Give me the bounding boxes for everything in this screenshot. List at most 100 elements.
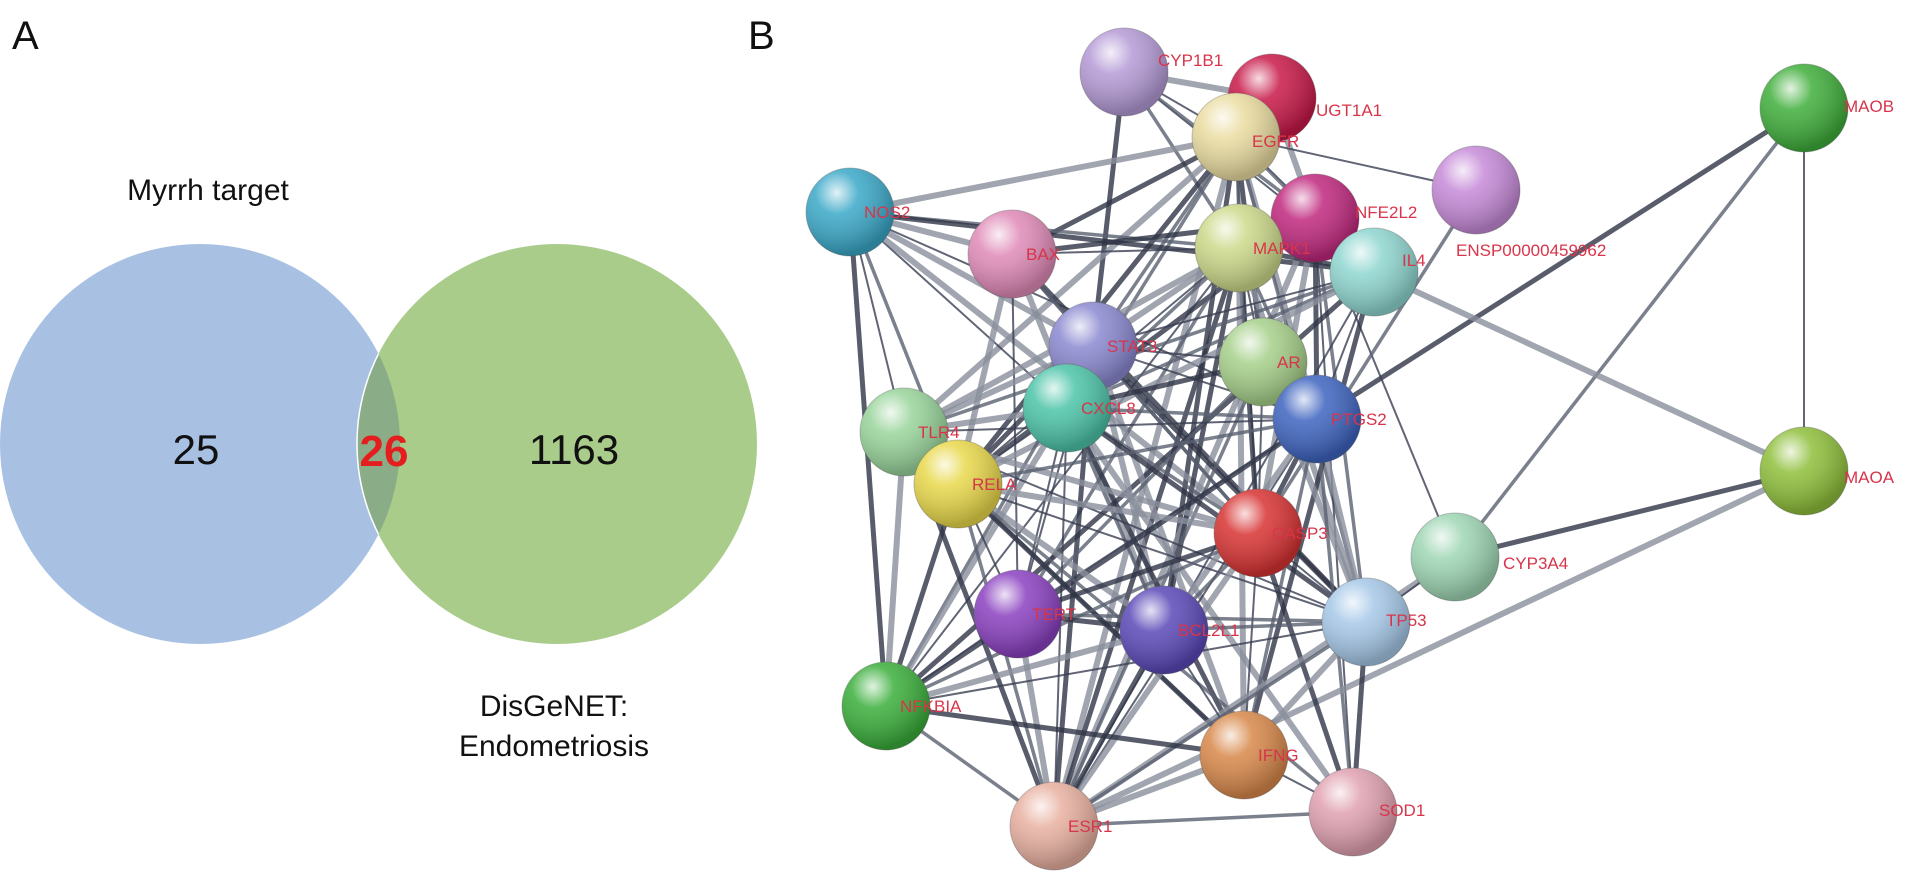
node-gloss	[1322, 578, 1410, 666]
edge-il4-maoa	[1372, 269, 1806, 474]
node-label-il4: IL4	[1402, 251, 1426, 270]
node-label-nfe2l2: NFE2L2	[1355, 203, 1417, 222]
edge-bax-tert	[1011, 253, 1019, 615]
node-nfkbia[interactable]: NFKBIA	[841, 661, 962, 751]
edge-cxcl8-tp53	[1065, 405, 1368, 625]
edge-il4-ifng	[1241, 271, 1377, 756]
node-ar[interactable]: AR	[1218, 317, 1308, 407]
edge-cyp1b1-stat3	[1090, 71, 1127, 347]
venn-right-count: 1163	[529, 426, 619, 473]
node-gloss	[914, 440, 1002, 528]
node-sod1[interactable]: SOD1	[1308, 767, 1425, 857]
edge-rela-ifng	[956, 482, 1246, 757]
node-maob[interactable]: MAOB	[1759, 63, 1894, 153]
edge-ptgs2-rela	[957, 417, 1318, 486]
node-bax[interactable]: BAX	[967, 209, 1060, 299]
node-gloss	[1200, 711, 1288, 799]
node-gloss	[1195, 204, 1283, 292]
edge-nos2-nfkbia	[847, 211, 889, 707]
edge-egfr-nos2	[849, 134, 1237, 215]
node-label-cyp3a4: CYP3A4	[1503, 554, 1568, 573]
node-gloss	[842, 662, 930, 750]
venn-right-label-line2: Endometriosis	[459, 730, 649, 763]
node-label-egfr: EGFR	[1252, 132, 1299, 151]
node-label-esr1: ESR1	[1068, 817, 1112, 836]
node-ptgs2[interactable]: PTGS2	[1272, 374, 1387, 464]
node-label-rela: RELA	[972, 475, 1017, 494]
edge-il4-cxcl8	[1066, 270, 1375, 410]
node-gloss	[1760, 64, 1848, 152]
node-gloss	[1760, 427, 1848, 515]
node-cyp3a4[interactable]: CYP3A4	[1410, 512, 1568, 602]
node-label-ptgs2: PTGS2	[1331, 410, 1387, 429]
edge-bcl2l1-nfkbia	[885, 627, 1165, 709]
edge-egfr-tlr4	[902, 134, 1238, 435]
node-gloss	[1120, 586, 1208, 674]
venn-circle-myrrh-target	[0, 244, 400, 644]
node-il4[interactable]: IL4	[1329, 227, 1426, 317]
edge-maoa-cyp3a4	[1454, 468, 1805, 560]
edge-il4-tlr4	[903, 270, 1375, 434]
node-label-ugt1a1: UGT1A1	[1316, 101, 1382, 120]
edge-rela-casp3	[957, 481, 1259, 536]
node-gloss	[1023, 364, 1111, 452]
venn-overlap-count: 26	[360, 427, 409, 476]
node-label-nos2: NOS2	[864, 203, 910, 222]
node-gloss	[1192, 93, 1280, 181]
edge-il4-stat3	[1092, 271, 1375, 347]
node-label-cxcl8: CXCL8	[1081, 399, 1136, 418]
node-gloss	[1273, 375, 1361, 463]
node-gloss	[968, 210, 1056, 298]
node-cyp1b1[interactable]: CYP1B1	[1079, 27, 1223, 117]
node-ensp[interactable]: ENSP00000459962	[1431, 145, 1606, 260]
edge-tlr4-ptgs2	[903, 418, 1318, 433]
node-tp53[interactable]: TP53	[1321, 577, 1427, 667]
node-cxcl8[interactable]: CXCL8	[1022, 363, 1136, 453]
venn-right-label-line1: DisGeNET:	[480, 690, 628, 723]
node-label-cyp1b1: CYP1B1	[1158, 51, 1223, 70]
node-esr1[interactable]: ESR1	[1009, 781, 1112, 871]
node-gloss	[1080, 28, 1168, 116]
node-ifng[interactable]: IFNG	[1199, 710, 1299, 800]
node-label-mapk1: MAPK1	[1253, 239, 1311, 258]
venn-circle-disgenet-endometriosis	[357, 244, 757, 644]
node-bcl2l1[interactable]: BCL2L1	[1119, 585, 1239, 675]
edge-cxcl8-nfkbia	[883, 406, 1070, 708]
edge-casp3-sod1	[1255, 532, 1356, 813]
node-mapk1[interactable]: MAPK1	[1194, 203, 1311, 293]
edge-cxcl8-sod1	[1064, 406, 1356, 814]
node-label-maoa: MAOA	[1844, 468, 1895, 487]
node-gloss	[1411, 513, 1499, 601]
node-label-stat3: STAT3	[1107, 337, 1157, 356]
edge-casp3-esr1	[1051, 531, 1261, 828]
node-label-tlr4: TLR4	[918, 423, 960, 442]
edge-tp53-nfkbia	[885, 621, 1367, 707]
node-label-casp3: CASP3	[1272, 524, 1328, 543]
panel-a-label: A	[12, 14, 39, 58]
node-label-bax: BAX	[1026, 245, 1060, 264]
node-nos2[interactable]: NOS2	[805, 167, 910, 257]
node-egfr[interactable]: EGFR	[1191, 92, 1299, 182]
edge-sod1-esr1	[1053, 810, 1354, 828]
node-label-nfkbia: NFKBIA	[900, 697, 962, 716]
node-gloss	[1330, 228, 1418, 316]
edge-maob-ptgs2	[1315, 105, 1806, 422]
node-nfe2l2[interactable]: NFE2L2	[1270, 173, 1417, 263]
node-label-ar: AR	[1277, 353, 1301, 372]
node-rela[interactable]: RELA	[913, 439, 1017, 529]
node-tert[interactable]: TERT	[973, 569, 1076, 659]
edge-ensp-casp3	[1256, 189, 1478, 534]
edge-maob-cyp3a4	[1453, 106, 1806, 559]
node-maoa[interactable]: MAOA	[1759, 426, 1895, 516]
node-casp3[interactable]: CASP3	[1213, 488, 1328, 578]
node-gloss	[1432, 146, 1520, 234]
edge-nos2-stat3	[848, 209, 1095, 349]
node-gloss	[1271, 174, 1359, 262]
venn-left-label: Myrrh target	[127, 174, 289, 207]
node-gloss	[1309, 768, 1397, 856]
node-gloss	[1010, 782, 1098, 870]
edge-tlr4-nfkbia	[883, 431, 907, 707]
